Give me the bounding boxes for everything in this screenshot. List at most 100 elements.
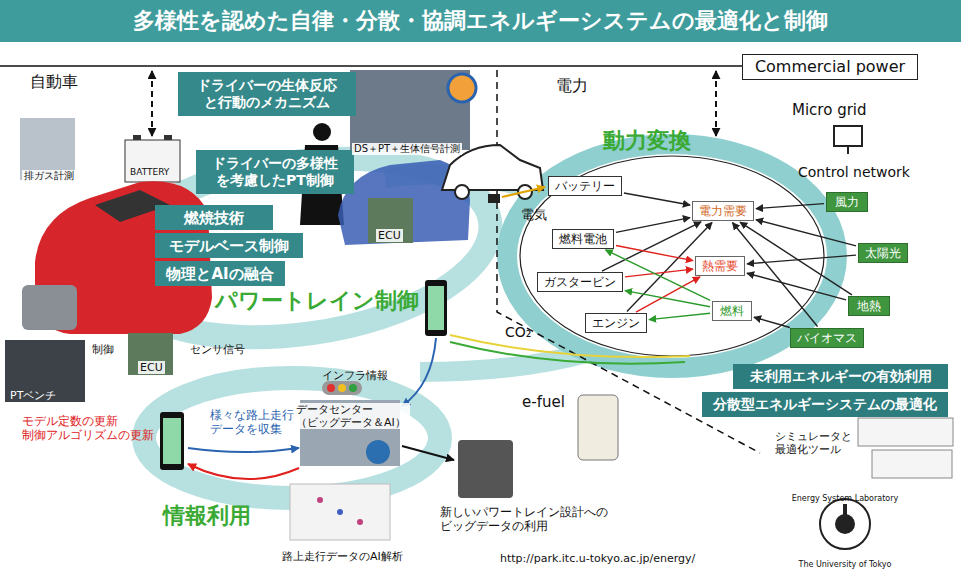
chart-dot: [357, 519, 363, 525]
label-holder: センサ信号: [190, 338, 245, 357]
power-line: [0, 65, 742, 67]
label-text: Energy System Laboratory: [792, 494, 899, 504]
battery-terminal: [164, 135, 172, 140]
conversion-ellipse: [520, 156, 824, 356]
phone-screen: [163, 418, 181, 464]
node-text: ガスタービン: [544, 275, 616, 289]
node-text: 燃料: [720, 304, 744, 318]
arrow-connector: [747, 273, 846, 300]
label-text: 電力: [556, 76, 588, 95]
title-bar: 多様性を認めた自律・分散・協調エネルギーシステムの最適化と制御: [0, 0, 961, 42]
label-text: PTベンチ: [10, 389, 56, 402]
label-text: モデル定数の更新 制御アルゴリズムの更新: [22, 414, 160, 443]
dashed-arrow: [151, 71, 153, 136]
node-text: ドライバーの多様性 を考慮したPT制御: [205, 155, 345, 189]
label-holder: DS＋PT＋生体信号計測: [352, 137, 462, 156]
label-holder: 自動車: [30, 72, 78, 91]
chart-dot: [337, 509, 343, 515]
data-flow-line: [188, 448, 299, 452]
node-text: 地熱: [857, 299, 881, 313]
label-text: センサ信号: [190, 343, 245, 356]
conversion-ring: [507, 144, 837, 368]
plug-icon: [488, 194, 500, 203]
node-text: モデルベース制御: [169, 237, 289, 255]
phone-screen: [428, 286, 444, 330]
label-holder: 新しいパワートレイン設計への ビッグデータの利用: [440, 505, 620, 534]
label-text: DS＋PT＋生体信号計測: [352, 143, 462, 155]
topic-box: モデルベース制御: [155, 233, 303, 258]
arrow-connector: [756, 204, 824, 209]
ecu-board: [368, 198, 413, 243]
label-text: 路上走行データのAI解析: [282, 550, 403, 563]
arrow-connector: [740, 222, 852, 295]
demand-box: 電力需要: [692, 201, 754, 221]
demand-box: 熱需要: [695, 256, 745, 276]
node-text: 風力: [835, 195, 859, 209]
battery-icon: [125, 140, 180, 182]
arrow-connector: [616, 245, 693, 260]
label-text: 制御: [92, 343, 114, 356]
photo: [5, 340, 85, 402]
traffic-light: [322, 381, 362, 395]
logo: [835, 514, 855, 534]
node-text: 太陽光: [865, 246, 901, 260]
renewable-box: 風力: [826, 192, 868, 212]
phone-icon: [425, 280, 447, 336]
label-text: パワートレイン制御: [215, 288, 419, 314]
title-text: 多様性を認めた自律・分散・協調エネルギーシステムの最適化と制御: [133, 6, 828, 36]
label-holder: BATTERY: [130, 160, 169, 179]
label-holder: ECU: [376, 224, 403, 243]
label-text: ECU: [376, 229, 403, 242]
arrow-connector: [625, 291, 710, 307]
renewable-box: バイオマス: [790, 328, 864, 348]
label-text: The University of Tokyo: [799, 560, 892, 570]
label-text: 情報利用: [163, 503, 251, 529]
topic-box: 燃焼技術: [155, 205, 273, 230]
node-text: エンジン: [592, 316, 640, 330]
label-text: Control network: [798, 164, 910, 181]
renewable-box: 地熱: [848, 296, 890, 316]
data-flow-line: [188, 464, 299, 479]
label-holder: シミュレータと 最適化ツール: [775, 430, 865, 457]
logo: [843, 504, 847, 516]
label-holder: e-fuel: [522, 392, 565, 411]
topic-box: 物理とAIの融合: [155, 261, 285, 286]
label-holder: インフラ情報: [322, 364, 388, 383]
flow-band: [144, 378, 440, 498]
driver-silhouette: [313, 123, 331, 141]
label-holder: Control network: [798, 162, 910, 181]
label-text: CO₂: [505, 324, 531, 341]
node-text: バッテリー: [555, 179, 615, 193]
power-flow-line: [502, 187, 545, 197]
label-text: 動力変換: [603, 128, 691, 154]
node-text: 分散型エネルギーシステムの最適化: [713, 396, 937, 413]
dashed-arrow: [715, 71, 717, 136]
node-text: 熱需要: [702, 259, 738, 273]
traffic-light: [349, 384, 357, 392]
phone-icon: [160, 412, 184, 470]
goal-box: 未利用エネルギーの有効利用: [733, 364, 948, 389]
topic-box: ドライバーの多様性 を考慮したPT制御: [196, 150, 354, 194]
motor-photo: [22, 285, 77, 330]
arrow-connector: [602, 222, 701, 271]
grid-box: Commercial power: [742, 54, 918, 80]
node-text: 燃焼技術: [184, 209, 244, 227]
source-box: 燃料電池: [552, 229, 614, 249]
ai-icon: [366, 440, 390, 464]
label-text: 新しいパワートレイン設計への ビッグデータの利用: [440, 505, 620, 534]
label-text: 排ガス計測: [22, 170, 76, 182]
label-holder: Energy System Laboratory: [792, 486, 899, 505]
source-box: エンジン: [585, 313, 647, 333]
node-text: バイオマス: [797, 331, 857, 345]
label-holder: 電力: [556, 76, 588, 95]
label-text: シミュレータと 最適化ツール: [775, 430, 865, 456]
label-holder: データセンター （ビッグデータ＆AI）: [294, 403, 410, 430]
traffic-light: [338, 384, 346, 392]
label-holder: ECU: [138, 356, 165, 375]
goal-box: 分散型エネルギーシステムの最適化: [702, 392, 948, 417]
label-text: データセンター （ビッグデータ＆AI）: [294, 403, 410, 429]
label-holder: http://park.itc.u-tokyo.ac.jp/energy/: [500, 547, 695, 566]
topic-box: ドライバーの生体反応 と行動のメカニズム: [178, 72, 356, 116]
source-box: バッテリー: [548, 176, 622, 196]
